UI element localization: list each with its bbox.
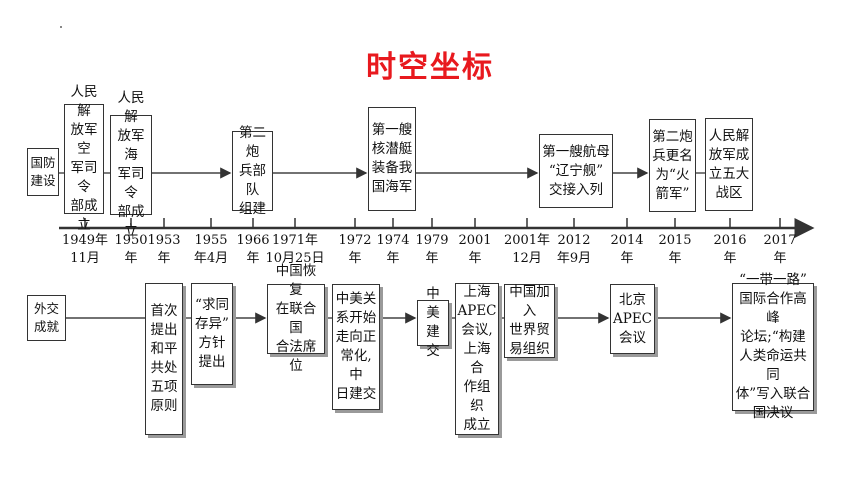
date-label: 1949年 11月	[61, 233, 109, 266]
date-label: 2017 年	[763, 233, 797, 266]
defense-event-2016: 人民解 放军成 立五大 战区	[705, 118, 753, 211]
defense-event-1974: 第一艘 核潜艇 装备我 国海军	[368, 107, 416, 211]
defense-event-1966: 第二炮 兵部队 组建	[232, 125, 273, 217]
row-label-defense: 国防 建设	[27, 148, 59, 196]
diplomacy-event-2014: 北京 APEC 会议	[610, 284, 655, 354]
date-label: 2014 年	[610, 233, 644, 266]
date-label: 2016 年	[713, 233, 747, 266]
date-label: 2001 年	[458, 233, 492, 266]
date-label: 1966 年	[236, 233, 270, 266]
date-label: 1955 年4月	[193, 233, 229, 266]
speck	[60, 26, 62, 28]
row-label-diplomacy: 外交 成就	[27, 295, 66, 341]
diplomacy-event-2001-12: 中国加入 世界贸 易组织	[504, 284, 555, 358]
date-label: 2012 年9月	[556, 233, 592, 266]
page-title: 时空坐标	[366, 50, 494, 85]
defense-event-2015: 第二炮 兵更名 为“火 箭军”	[649, 119, 696, 212]
defense-event-1950: 人民解 放军海 军司令 部成立	[110, 90, 152, 239]
diplomacy-event-1955: “求同 存异” 方针 提出	[191, 283, 233, 385]
date-label: 1950 年	[114, 233, 148, 266]
date-label: 1971年 10月25日	[265, 233, 325, 266]
date-label: 1974 年	[376, 233, 410, 266]
date-label: 2001年 12月	[503, 233, 551, 266]
date-label: 2015 年	[658, 233, 692, 266]
date-label: 1979 年	[415, 233, 449, 266]
diplomacy-event-2017: “一带一路” 国际合作高峰 论坛;“构建 人类命运共同 体”写入联合 国决议	[732, 272, 814, 421]
defense-event-2012: 第一艘航母 “辽宁舰” 交接入列	[539, 134, 613, 208]
date-label: 1953 年	[147, 233, 181, 266]
diplomacy-event-1972: 中美关 系开始 走向正 常化,中 日建交	[332, 284, 380, 410]
diplomacy-event-1953: 首次 提出 和平 共处 五项 原则	[145, 283, 183, 435]
diplomacy-event-1979: 中美 建交	[417, 286, 449, 359]
defense-event-1949: 人民解 放军空 军司令 部成立	[64, 84, 104, 233]
diplomacy-event-1971: 中国恢复 在联合国 合法席位	[267, 263, 325, 374]
date-label: 1972 年	[338, 233, 372, 266]
diplomacy-event-2001: 上海 APEC 会议, 上海合 作组织 成立	[455, 283, 499, 435]
